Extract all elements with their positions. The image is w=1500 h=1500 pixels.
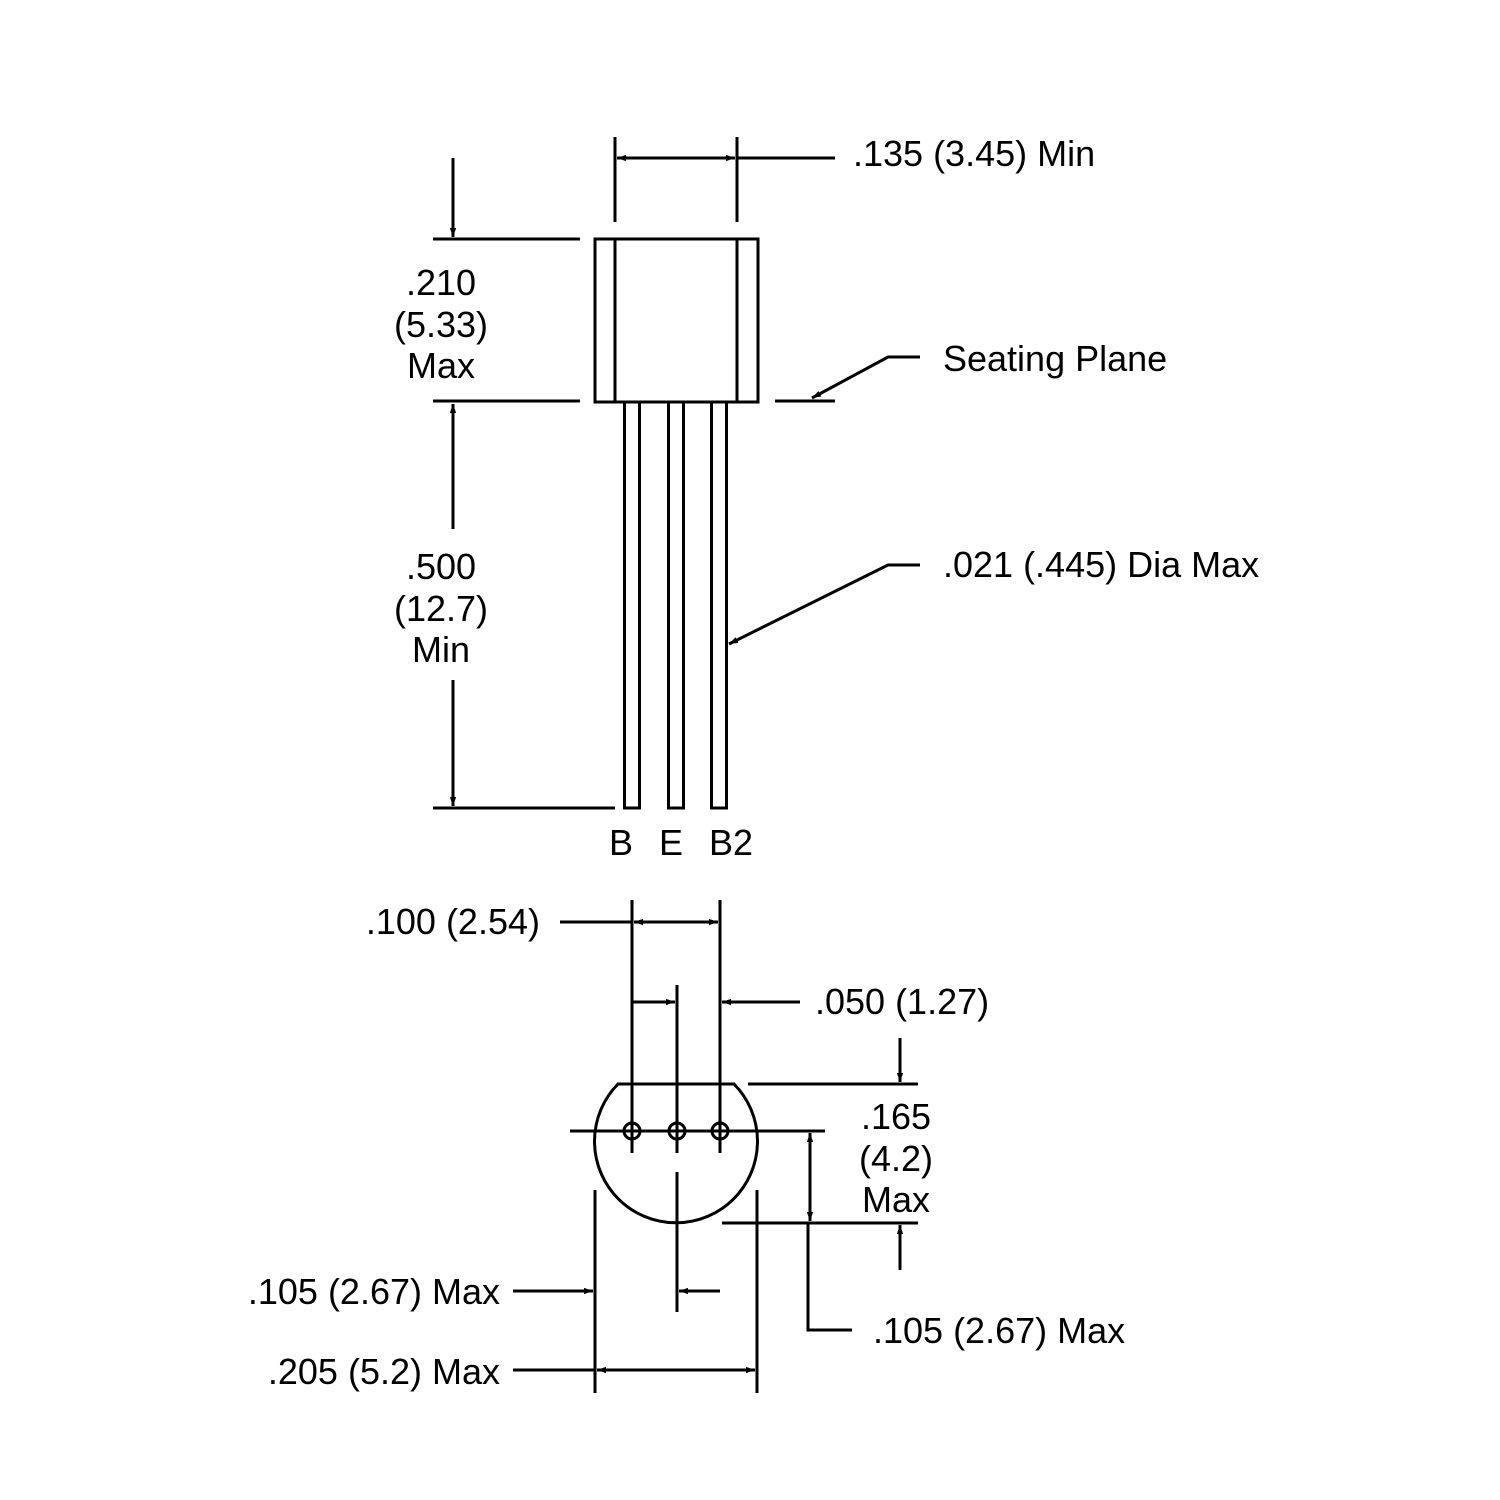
depth-line3: Max xyxy=(862,1179,930,1220)
pin-label-b: B xyxy=(609,822,633,863)
seating-plane-label: Seating Plane xyxy=(943,338,1167,379)
height-dimension: .210 (5.33) Max xyxy=(394,158,580,403)
lead-length-line3: Min xyxy=(412,629,470,670)
half-pitch-label: .050 (1.27) xyxy=(815,981,989,1022)
package-bottom-outline xyxy=(570,900,825,1393)
depth-dimension: .165 (4.2) Max xyxy=(722,1038,933,1270)
lead-length-dimension: .500 (12.7) Min xyxy=(394,404,615,810)
seating-plane-callout: Seating Plane xyxy=(775,338,1167,403)
lead-length-line2: (12.7) xyxy=(394,588,488,629)
depth-line2: (4.2) xyxy=(859,1138,933,1179)
center-to-edge-label: .105 (2.67) Max xyxy=(248,1271,500,1312)
width-dimension: .135 (3.45) Min xyxy=(613,133,1095,222)
height-dim-line3: Max xyxy=(407,345,475,386)
pin-label-e: E xyxy=(659,822,683,863)
height-dim-line1: .210 xyxy=(406,262,476,303)
depth-line1: .165 xyxy=(861,1096,931,1137)
leads xyxy=(623,400,728,810)
height-dim-line2: (5.33) xyxy=(394,304,488,345)
lead-diameter-callout: .021 (.445) Dia Max xyxy=(728,544,1259,646)
diameter-label: .205 (5.2) Max xyxy=(268,1351,500,1392)
package-body-side xyxy=(593,237,760,404)
center-to-edge-dimension: .105 (2.67) Max xyxy=(248,1271,720,1312)
diameter-dimension: .205 (5.2) Max xyxy=(268,1351,755,1392)
center-to-back-dimension: .105 (2.67) Max xyxy=(806,1133,1125,1351)
half-pitch-dimension: .050 (1.27) xyxy=(632,981,989,1022)
width-dim-label: .135 (3.45) Min xyxy=(853,133,1095,174)
lead-length-line1: .500 xyxy=(406,546,476,587)
pin-label-b2: B2 xyxy=(709,822,753,863)
pin-pitch-dimension: .100 (2.54) xyxy=(366,901,718,942)
center-to-back-label: .105 (2.67) Max xyxy=(873,1310,1125,1351)
lead-diameter-label: .021 (.445) Dia Max xyxy=(943,544,1259,585)
pin-pitch-label: .100 (2.54) xyxy=(366,901,540,942)
